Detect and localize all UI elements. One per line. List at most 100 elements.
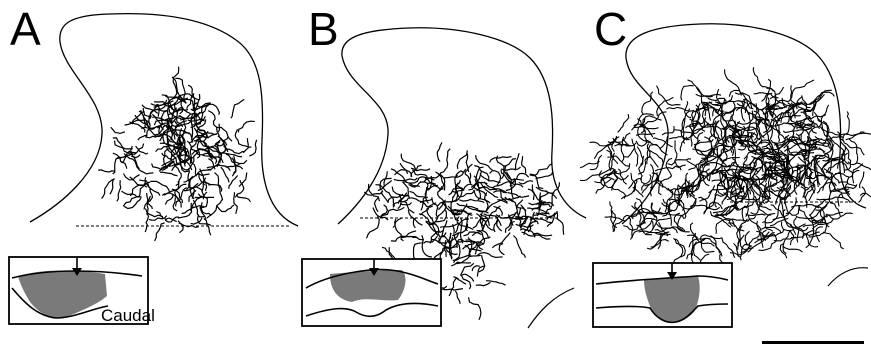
fiber-segment — [249, 140, 256, 156]
fiber-segment — [182, 207, 195, 214]
fiber-segment — [608, 133, 630, 143]
fiber-segment — [173, 197, 177, 211]
fiber-segment — [113, 138, 133, 149]
fiber-segment — [480, 173, 500, 183]
fiber-segment — [124, 198, 141, 208]
fiber-segment — [491, 199, 513, 204]
fiber-segment — [699, 185, 714, 201]
fiber-segment — [490, 171, 501, 186]
fiber-segment — [650, 164, 654, 196]
fiber-segment — [422, 235, 432, 257]
fiber-segment — [607, 144, 618, 163]
fiber-segment — [860, 171, 864, 188]
fiber-segment — [111, 127, 125, 133]
fiber-segment — [530, 163, 553, 175]
fiber-segment — [123, 197, 142, 207]
fiber-segment — [238, 144, 251, 148]
fiber-segment — [505, 159, 516, 170]
fiber-segment — [722, 238, 735, 258]
fiber-segment — [237, 195, 251, 202]
fiber-segment — [607, 150, 612, 171]
fiber-segment — [367, 216, 380, 238]
fiber-cluster — [98, 67, 256, 241]
fiber-segment — [457, 150, 467, 169]
fiber-segment — [465, 164, 472, 184]
fiber-segment — [843, 112, 850, 141]
fiber-segment — [783, 246, 803, 252]
fiber-segment — [380, 178, 392, 189]
fiber-segment — [476, 282, 491, 285]
fiber-segment — [657, 86, 681, 106]
fiber-segment — [146, 183, 160, 195]
fiber-segment — [229, 176, 238, 189]
fiber-segment — [476, 204, 492, 211]
fiber-segment — [492, 233, 510, 248]
fiber-segment — [117, 180, 121, 201]
fiber-cluster — [580, 67, 871, 271]
fiber-segment — [375, 198, 379, 212]
fiber-segment — [457, 203, 478, 209]
inset-label-caudal: Caudal — [101, 306, 155, 326]
fiber-segment — [238, 121, 254, 132]
fiber-segment — [459, 199, 484, 202]
fiber-segment — [666, 107, 694, 111]
fiber-segment — [440, 223, 459, 227]
fiber-segment — [437, 142, 442, 161]
fiber-segment — [796, 211, 821, 219]
panel-b: B — [290, 0, 580, 352]
fiber-segment — [681, 85, 694, 100]
panel-b-figure — [290, 0, 590, 352]
fiber-segment — [547, 213, 556, 227]
fiber-segment — [806, 217, 814, 248]
fiber-segment — [400, 163, 408, 174]
fiber-segment — [149, 216, 167, 221]
fiber-segment — [447, 149, 450, 169]
fiber-segment — [635, 149, 638, 167]
lower-edge-curve — [828, 268, 868, 286]
fiber-segment — [740, 235, 753, 250]
fiber-segment — [231, 99, 245, 118]
fiber-segment — [557, 211, 564, 235]
fiber-segment — [421, 182, 436, 184]
tissue-outline — [338, 28, 586, 224]
fiber-segment — [150, 181, 169, 193]
fiber-segment — [607, 156, 629, 166]
panel-c-figure — [580, 0, 871, 352]
fiber-segment — [178, 203, 192, 218]
fiber-segment — [522, 156, 526, 173]
panel-a: A Caudal — [0, 0, 290, 352]
fiber-segment — [816, 227, 823, 242]
fiber-segment — [455, 291, 460, 304]
fiber-segment — [490, 157, 512, 163]
fiber-segment — [580, 161, 599, 168]
fiber-segment — [628, 217, 633, 238]
fiber-segment — [98, 170, 114, 172]
fiber-segment — [461, 263, 474, 275]
fiber-segment — [160, 172, 178, 176]
fiber-segment — [668, 159, 692, 165]
fiber-segment — [674, 238, 686, 257]
fiber-segment — [381, 207, 405, 216]
fiber-segment — [208, 111, 217, 132]
fiber-segment — [827, 132, 864, 136]
fiber-segment — [684, 192, 696, 210]
fiber-segment — [835, 171, 859, 178]
fiber-segment — [479, 255, 485, 272]
fiber-segment — [145, 214, 148, 232]
fiber-segment — [783, 230, 794, 254]
fiber-segment — [642, 92, 653, 115]
fiber-segment — [411, 165, 421, 177]
fiber-segment — [694, 246, 701, 260]
fiber-segment — [221, 167, 229, 182]
fiber-segment — [703, 238, 720, 253]
fiber-segment — [688, 80, 713, 97]
fiber-segment — [469, 297, 481, 319]
fiber-segment — [506, 221, 515, 232]
fiber-segment — [217, 205, 234, 211]
fiber-segment — [204, 218, 211, 235]
fiber-segment — [762, 79, 771, 101]
fiber-segment — [432, 197, 438, 217]
fiber-segment — [751, 202, 761, 214]
fiber-segment — [414, 243, 422, 260]
fiber-segment — [477, 253, 503, 258]
